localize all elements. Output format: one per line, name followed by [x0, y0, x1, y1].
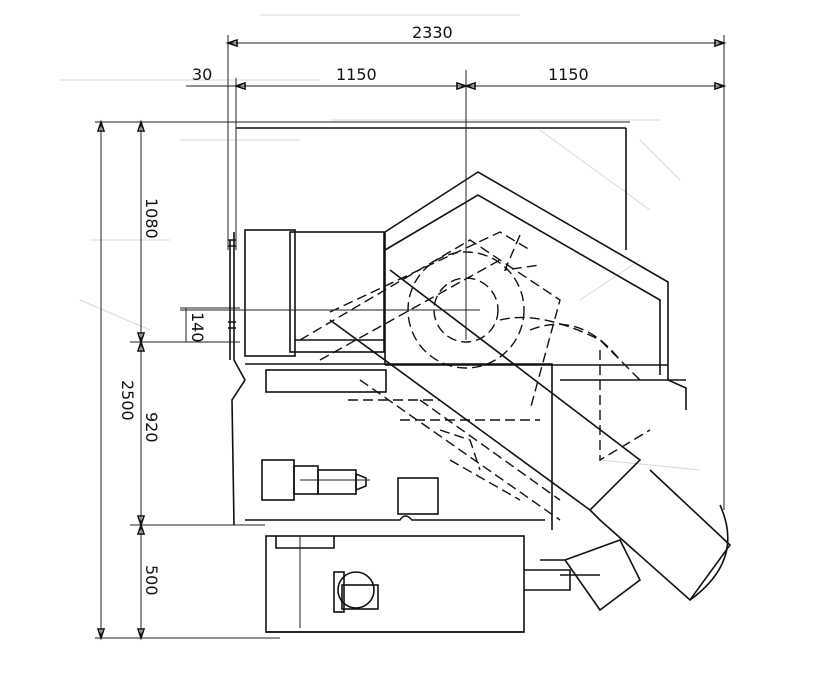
- machine-outline: [228, 127, 732, 633]
- dim-overall-width: 2330: [412, 23, 453, 42]
- dim-half-left: 1150: [336, 65, 377, 84]
- dim-small-offset: 140: [188, 312, 207, 343]
- dim-overall-height: 2500: [118, 380, 137, 421]
- dim-base-height: 500: [142, 565, 161, 596]
- dim-upper-height: 1080: [142, 198, 161, 239]
- dim-half-right: 1150: [548, 65, 589, 84]
- dim-offset-left: 30: [192, 65, 212, 84]
- dim-middle-height: 920: [142, 412, 161, 443]
- background-ghost-lines: [60, 14, 701, 471]
- left-dimensions: [95, 119, 630, 641]
- top-dimensions: [186, 35, 727, 510]
- centerlines: [180, 70, 480, 340]
- turret-phantom-lines: [299, 231, 651, 521]
